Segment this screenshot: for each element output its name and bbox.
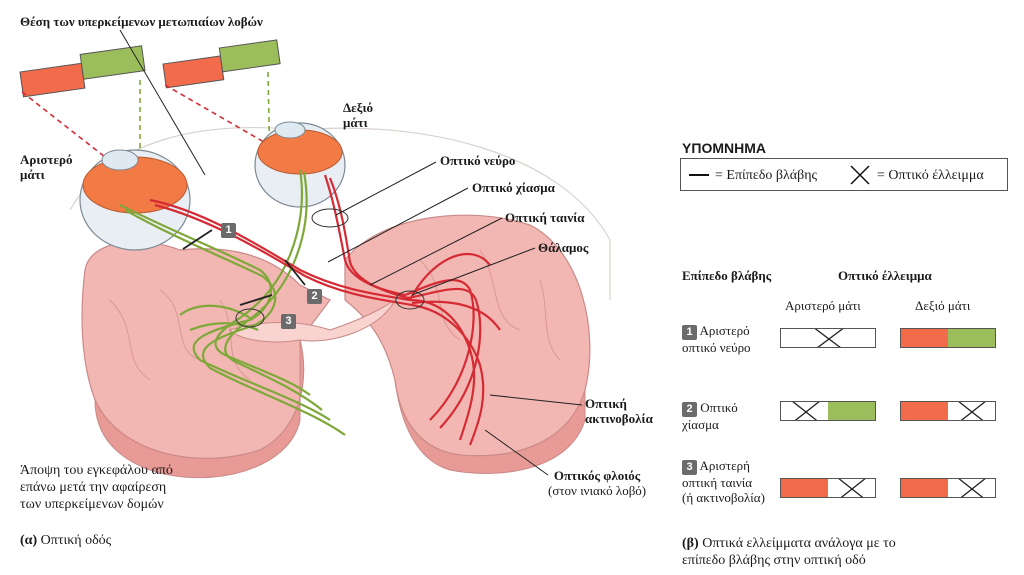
caption-b-letter: (β)	[682, 536, 699, 551]
marker-1: 1	[221, 223, 236, 238]
x-mark-icon	[850, 165, 870, 185]
row-2-label-line1: Οπτικό	[700, 400, 738, 415]
brain	[81, 214, 591, 479]
caption-a-letter: (α)	[20, 533, 38, 548]
caption-a-text: Οπτική οδός	[40, 533, 112, 548]
optic-tract-label: Οπτική ταινία	[505, 210, 585, 225]
row-1-label: 1 Αριστερό οπτικό νεύρο	[682, 323, 751, 355]
right-hemisphere-cut	[394, 379, 586, 474]
legend-box: = Επίπεδο βλάβης = Οπτικό έλλειμμα	[680, 158, 1008, 191]
row-2-right-field-left	[901, 402, 948, 420]
right-eye-label-line1: Δεξιό	[343, 100, 374, 115]
lesion-line-1	[182, 229, 213, 250]
green-pathway	[119, 169, 346, 436]
thalamus-circle-right	[395, 290, 425, 310]
row-2-label: 2 Οπτικό χίασμα	[682, 400, 738, 432]
row-2-left-field-right	[828, 402, 875, 420]
view-note-line2: επάνω μετά την αφαίρεση	[20, 480, 167, 495]
row-2-right-field	[900, 401, 996, 421]
row-3-num: 3	[682, 460, 697, 475]
row-3-label-line1: Αριστερή	[699, 458, 750, 473]
row-3-left-x-icon	[838, 479, 866, 497]
leader-lines	[119, 29, 583, 476]
right-visual-field	[162, 39, 281, 89]
row-3-label-line2: οπτική ταινία	[682, 475, 753, 490]
right-eye	[254, 121, 346, 208]
sub-left-eye: Αριστερό μάτι	[785, 298, 861, 313]
thalamus-circle-left	[235, 308, 265, 328]
view-note-line1: Άποψη του εγκεφάλου από	[20, 463, 173, 478]
left-eye-label-line1: Αριστερό	[20, 152, 73, 167]
row-1-left-field-right	[828, 329, 875, 347]
optic-nerve-label: Οπτικό νεύρο	[440, 153, 516, 168]
row-2-right-x-icon	[958, 402, 986, 420]
optic-chiasm-label: Οπτικό χίασμα	[472, 180, 555, 195]
left-eye-label: Αριστερό μάτι	[20, 152, 72, 182]
legend-title: ΥΠΟΜΝΗΜΑ	[682, 140, 766, 156]
lesion-line-icon	[689, 174, 709, 176]
row-2-label-line2: χίασμα	[682, 417, 719, 432]
optic-radiation-line1: Οπτική	[585, 396, 627, 411]
row-3-right-x-icon	[958, 479, 986, 497]
red-pathway	[149, 174, 501, 446]
caption-b-line2: επίπεδο βλάβης στην οπτική οδό	[682, 553, 866, 568]
row-2-left-x-icon	[792, 402, 820, 420]
row-1-left-field-left	[781, 329, 828, 347]
thalamus-label: Θάλαμος	[538, 240, 589, 255]
caption-a: (α) Οπτική οδός	[20, 532, 111, 549]
col-level-header: Επίπεδο βλάβης	[682, 268, 772, 283]
view-note: Άποψη του εγκεφάλου από επάνω μετά την α…	[20, 462, 173, 513]
right-eye-label: Δεξιό μάτι	[343, 100, 373, 130]
left-visual-field	[19, 45, 146, 98]
row-3-label: 3 Αριστερή οπτική ταινία (ή ακτινοβολία)	[682, 458, 765, 505]
frontal-lobes-label: Θέση των υπερκείμενων μετωπιαίων λοβών	[20, 14, 263, 29]
visual-cortex-title: Οπτικός φλοιός	[553, 468, 641, 483]
row-3-right-field-left	[901, 479, 948, 497]
row-1-num: 1	[682, 325, 697, 340]
visual-pathway-diagram	[19, 29, 611, 479]
col-deficit-header: Οπτικό έλλειμμα	[838, 268, 932, 283]
right-eye-label-line2: μάτι	[343, 115, 368, 130]
row-3-left-field	[780, 478, 876, 498]
visual-cortex-sub: (στον ινιακό λοβό)	[548, 483, 647, 498]
marker-3: 3	[281, 314, 296, 329]
view-note-line3: των υπερκείμενων δομών	[20, 497, 164, 512]
row-3-left-field-left	[781, 479, 828, 497]
row-1-label-line2: οπτικό νεύρο	[682, 340, 751, 355]
legend-lesion-text: = Επίπεδο βλάβης	[715, 168, 818, 183]
row-2-left-field	[780, 401, 876, 421]
row-1-left-x-icon	[814, 329, 844, 347]
caption-b-line1: Οπτικά ελλείμματα ανάλογα με το	[702, 536, 896, 551]
row-1-right-field-left	[901, 329, 948, 347]
sub-right-eye: Δεξιό μάτι	[915, 298, 971, 313]
caption-b: (β) Οπτικά ελλείμματα ανάλογα με το επίπ…	[682, 535, 896, 569]
row-3-right-field	[900, 478, 996, 498]
row-1-left-field	[780, 328, 876, 348]
lesion-line-3	[239, 294, 273, 306]
lesion-line-2	[284, 259, 306, 286]
left-eye-label-line2: μάτι	[20, 167, 45, 182]
optic-radiation-line2: ακτινοβολία	[585, 411, 653, 426]
row-1-label-line1: Αριστερό	[699, 323, 750, 338]
visual-cortex-label: Οπτικός φλοιός (στον ινιακό λοβό)	[548, 468, 646, 498]
marker-2: 2	[307, 289, 322, 304]
brain-gyri	[109, 249, 561, 381]
row-3-label-line3: (ή ακτινοβολία)	[682, 490, 765, 505]
row-2-num: 2	[682, 402, 697, 417]
optic-radiation-label: Οπτική ακτινοβολία	[585, 396, 653, 426]
row-1-right-field	[900, 328, 996, 348]
chiasm-circle	[311, 208, 349, 228]
row-1-right-field-right	[948, 329, 995, 347]
legend-deficit-text: = Οπτικό έλλειμμα	[877, 168, 984, 183]
